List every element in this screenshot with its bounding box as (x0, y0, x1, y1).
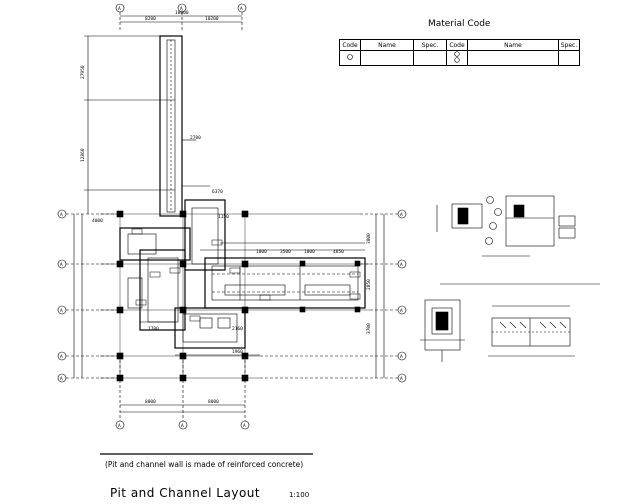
drawing-title: Pit and Channel Layout (110, 486, 261, 500)
mc-cell (413, 50, 447, 66)
dim-left-upper: 27950 (80, 65, 86, 79)
section-detail-b (420, 299, 575, 362)
dim-bottom-left: 8000 (145, 399, 156, 405)
svg-text:A: A (60, 376, 63, 382)
svg-text:A: A (60, 308, 63, 314)
horizontal-channel (200, 242, 366, 309)
callout-tags (131, 228, 361, 322)
dim-pit-right: 2160 (232, 326, 243, 332)
mc-symbol-2 (446, 50, 468, 66)
dim-top-right: 10200 (205, 16, 219, 22)
dimension-labels: 18000 8200 10200 8000 8000 27950 12860 1… (80, 10, 372, 405)
svg-text:A: A (118, 423, 121, 429)
dim-pit-width: 1150 (218, 214, 229, 220)
circle-symbol-icon (347, 54, 353, 60)
dim-lower-span: 1960 (232, 349, 243, 355)
left-axis-bubbles (57, 209, 120, 383)
vertical-channel (159, 35, 210, 217)
dim-channel-4: 4850 (333, 249, 344, 255)
material-code-title: Material Code (428, 19, 491, 29)
top-axis-bubbles (115, 3, 247, 30)
dim-side-right-3: 3700 (366, 323, 372, 334)
columns (116, 210, 361, 382)
dim-side-right-1: 3800 (366, 233, 372, 244)
dim-side-span: 4000 (92, 218, 103, 224)
dim-side-right-2: 2850 (366, 279, 372, 290)
double-circle-symbol-icon (454, 51, 460, 63)
mc-header-code-2: Code (446, 39, 468, 51)
dim-channel-1: 1800 (256, 249, 267, 255)
svg-text:A: A (118, 6, 121, 12)
construction-note: (Pit and channel wall is made of reinfor… (105, 460, 304, 469)
right-axis-bubbles (260, 209, 407, 383)
svg-text:A: A (240, 6, 243, 12)
svg-text:A: A (243, 423, 246, 429)
drawing-scale: 1:100 (289, 491, 310, 499)
section-detail-a (436, 195, 600, 285)
mc-symbol-1 (339, 50, 361, 66)
svg-text:A: A (400, 354, 403, 360)
mc-header-code: Code (339, 39, 361, 51)
dim-pit-bottom: 1700 (148, 326, 159, 332)
svg-text:A: A (180, 6, 183, 12)
left-dimension (84, 35, 175, 214)
mc-header-spec-2: Spec. (558, 39, 580, 51)
axis-bubble-letters: A A A A A A A A A A A A A A A A (60, 6, 403, 429)
dim-mid-span: 6370 (212, 189, 223, 195)
dim-channel-2: 3500 (280, 249, 291, 255)
junction-pit (119, 199, 226, 331)
material-code-table: Code Name Spec. Code Name Spec. (339, 39, 580, 66)
dim-channel-3: 1800 (304, 249, 315, 255)
bottom-axis-bubbles (115, 360, 250, 430)
mc-header-spec: Spec. (413, 39, 447, 51)
mc-cell (558, 50, 580, 66)
dim-left-lower: 12860 (80, 148, 86, 162)
svg-text:A: A (60, 262, 63, 268)
lower-pit (140, 307, 260, 356)
svg-text:A: A (60, 212, 63, 218)
dim-top-total: 18000 (175, 10, 189, 16)
dim-top-left: 8200 (145, 16, 156, 22)
svg-text:A: A (400, 262, 403, 268)
dim-bottom-right: 8000 (208, 399, 219, 405)
mc-header-name-2: Name (467, 39, 559, 51)
mc-cell (360, 50, 414, 66)
mc-header-name: Name (360, 39, 414, 51)
svg-text:A: A (400, 308, 403, 314)
mc-cell (467, 50, 559, 66)
dim-pit-depth: 2780 (190, 135, 201, 141)
svg-text:A: A (400, 212, 403, 218)
svg-text:A: A (60, 354, 63, 360)
svg-text:A: A (400, 376, 403, 382)
svg-text:A: A (181, 423, 184, 429)
